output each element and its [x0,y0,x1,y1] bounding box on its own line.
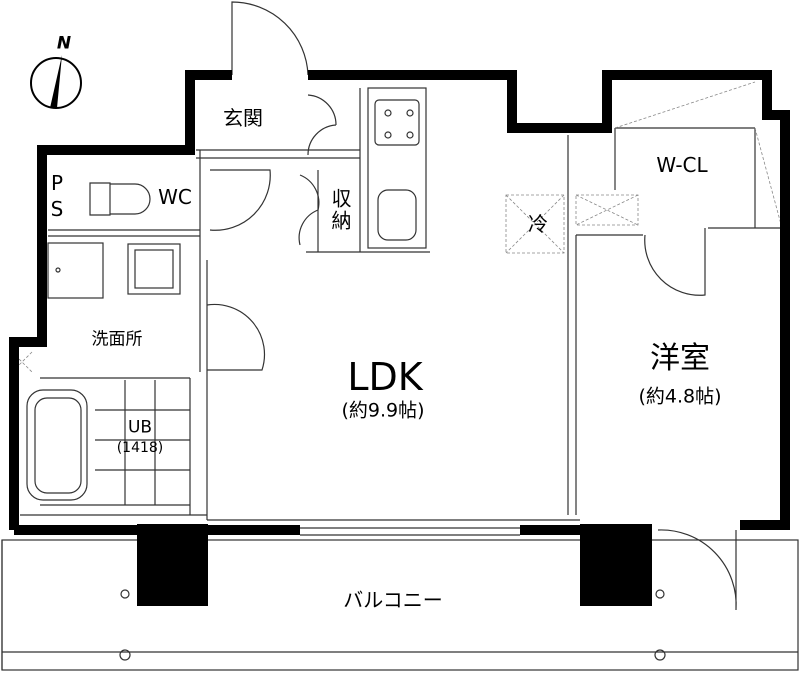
room-ub-label: UB [127,417,153,438]
room-wcl-label: W-CL [656,153,708,177]
room-washroom-label: 洗面所 [91,329,143,350]
room-storage-label: 収納 [328,188,352,232]
room-entrance-label: 玄関 [223,106,263,130]
compass-north-label: N [56,33,72,54]
compass-icon [30,55,82,109]
column-left [137,524,208,606]
room-western-label: 洋室 [650,341,710,376]
room-fridge-label: 冷 [528,212,548,236]
room-ub-size: (1418) [116,440,164,456]
fridge-space [505,194,565,254]
room-ps-label: PS [45,171,69,223]
room-ldk-size: (約9.9帖) [341,399,425,422]
room-wc-label: WC [158,185,192,209]
room-balcony-label: バルコニー [343,588,443,612]
column-right [580,524,652,606]
entrance-door [231,1,309,76]
room-western-size: (約4.8帖) [638,385,722,408]
room-ldk-label: LDK [347,355,423,399]
outer-wall [9,70,790,535]
